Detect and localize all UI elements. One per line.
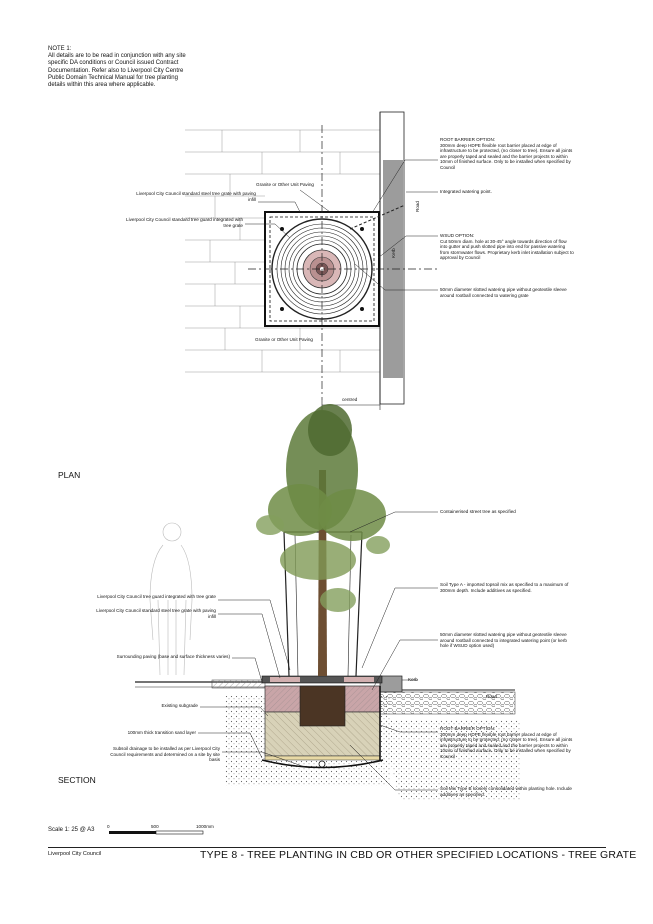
section-drainage-label: Subsoil drainage to be installed as per … <box>110 746 220 763</box>
section-sand-label: 100mm thick transition sand layer <box>127 730 196 735</box>
section-view <box>109 404 520 835</box>
plan-granite-top-label: Granite or Other Unit Paving <box>256 182 314 187</box>
section-leaders <box>198 511 438 791</box>
title-rule <box>48 847 606 848</box>
plan-heading: PLAN <box>58 470 81 480</box>
person-silhouette <box>149 522 193 676</box>
scale-tick-1000: 1000mm <box>196 824 214 829</box>
rootball <box>299 685 346 727</box>
centre-lines <box>248 125 440 400</box>
plan-wsud-label: WSUD OPTION: Cut 50mm diam. hole at 30-4… <box>440 233 574 261</box>
plan-guard-label: Liverpool City Council standard tree gua… <box>126 217 243 228</box>
plan-leaders <box>245 159 438 291</box>
general-note: NOTE 1: All details are to be read in co… <box>48 46 186 89</box>
plan-kerb-label: Kerb <box>391 248 396 258</box>
drawing-title: TYPE 8 - TREE PLANTING IN CBD OR OTHER S… <box>200 849 637 861</box>
section-paving-label: Surrounding paving (base and surface thi… <box>116 654 230 659</box>
section-guard-label: Liverpool City Council tree guard integr… <box>97 594 216 599</box>
footer-organisation: Liverpool City Council <box>48 851 102 857</box>
plan-grate-label: Liverpool City Council standard steel tr… <box>136 191 256 202</box>
subsoil-drain <box>261 759 384 769</box>
guard-posts-plan <box>280 227 364 311</box>
scale-label: Scale 1: 25 @ A3 <box>48 827 95 833</box>
section-grate-label: Liverpool City Council standard steel tr… <box>96 608 216 619</box>
section-street-tree-label: Containerised street tree as specified <box>440 509 516 514</box>
scale-tick-0: 0 <box>107 824 110 829</box>
scale-tick-500: 500 <box>151 824 159 829</box>
plan-watering-point-label: Integrated watering point. <box>440 189 492 194</box>
wsud-pipe-plan <box>349 204 406 230</box>
section-subgrade-label: Existing subgrade <box>161 703 198 708</box>
section-root-barrier-label: ROOT BARRIER OPTION: 300mm deep HDPE fle… <box>440 726 573 759</box>
section-kerb-label: Kerb <box>408 677 418 682</box>
tree-canopy <box>256 404 390 612</box>
section-road-label: Road <box>486 694 497 699</box>
plan-centred-label: centred <box>342 397 358 402</box>
section-soil-a-label: Soil Type A - imported topsoil mix as sp… <box>440 582 569 593</box>
section-heading: SECTION <box>58 775 96 785</box>
plan-road-label: Road <box>415 201 420 212</box>
section-soil-b-label: Soil Mix Type B loosely consolidated wit… <box>440 786 572 797</box>
kerb-section <box>379 675 403 693</box>
plan-granite-bottom-label: Granite or Other Unit Paving <box>255 337 313 342</box>
plan-pipe-label: 50mm diameter slotted watering pipe with… <box>440 287 567 298</box>
unit-paving <box>185 129 380 373</box>
scale-bar <box>109 830 204 835</box>
plan-view <box>185 111 440 410</box>
section-pipe-label: 50mm diameter slotted watering pipe with… <box>440 632 567 649</box>
plan-root-barrier-label: ROOT BARRIER OPTION: 300mm deep HDPE fle… <box>440 137 573 170</box>
